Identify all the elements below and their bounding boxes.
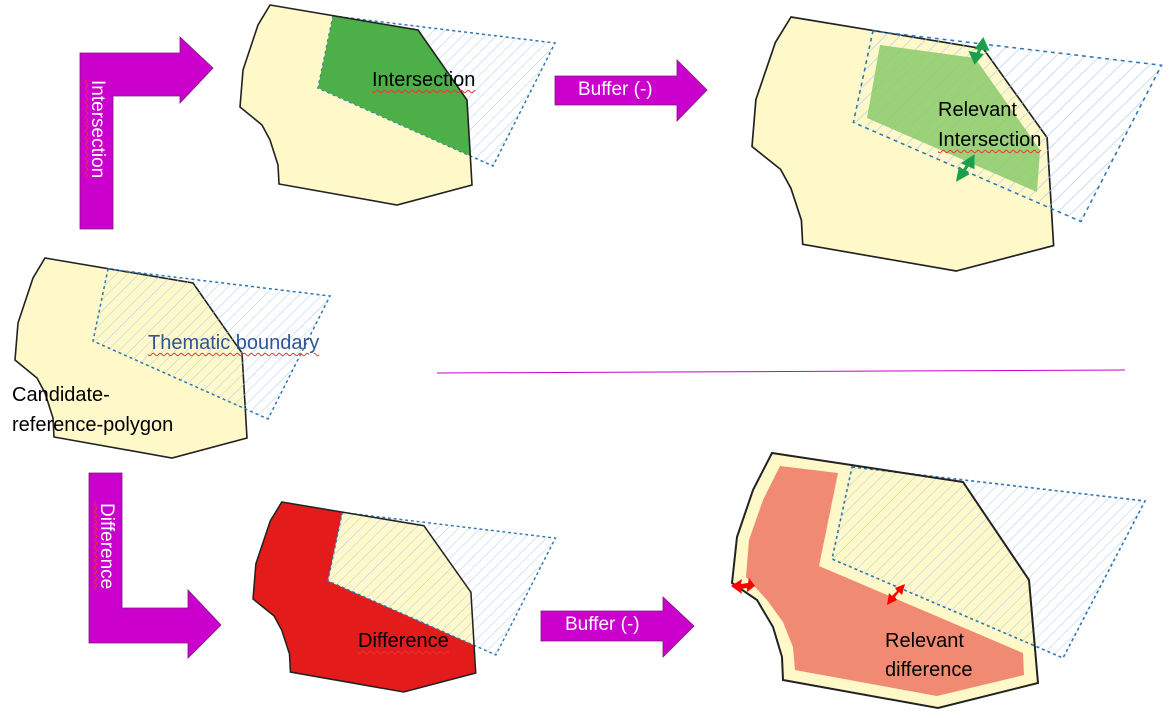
relevant-intersection-label-2: Intersection xyxy=(938,129,1042,151)
buffer-distance-icon xyxy=(731,578,905,605)
difference-arrow xyxy=(88,472,222,659)
relevant-difference-area xyxy=(746,466,1024,696)
intersection-arrow xyxy=(79,36,214,230)
intersection-panel xyxy=(239,4,556,206)
difference-panel xyxy=(252,501,557,693)
relevant-difference-panel xyxy=(731,452,1146,709)
buffer-bottom-label: Buffer (-) xyxy=(565,614,640,635)
thematic-boundary-label: Thematic boundary xyxy=(148,332,320,354)
candidate-label-2: reference-polygon xyxy=(12,414,174,436)
buffer-arrow-top xyxy=(554,59,708,122)
difference-label: Difference xyxy=(358,630,449,652)
difference-arrow-label: Difference xyxy=(96,503,117,590)
candidate-label-1: Candidate- xyxy=(12,384,110,406)
separator-line xyxy=(436,369,1126,374)
buffer-arrow-bottom xyxy=(540,596,695,658)
intersection-arrow-label: Intersection xyxy=(87,80,108,179)
relevant-difference-label-1: Relevant xyxy=(885,630,964,652)
relevant-difference-label-2: difference xyxy=(885,659,973,681)
buffer-top-label: Buffer (-) xyxy=(578,79,653,100)
buffer-distance-icon xyxy=(955,37,990,182)
relevant-intersection-label-1: Relevant xyxy=(938,99,1017,121)
relevant-intersection-area xyxy=(867,45,1040,192)
intersection-label: Intersection xyxy=(372,69,476,91)
